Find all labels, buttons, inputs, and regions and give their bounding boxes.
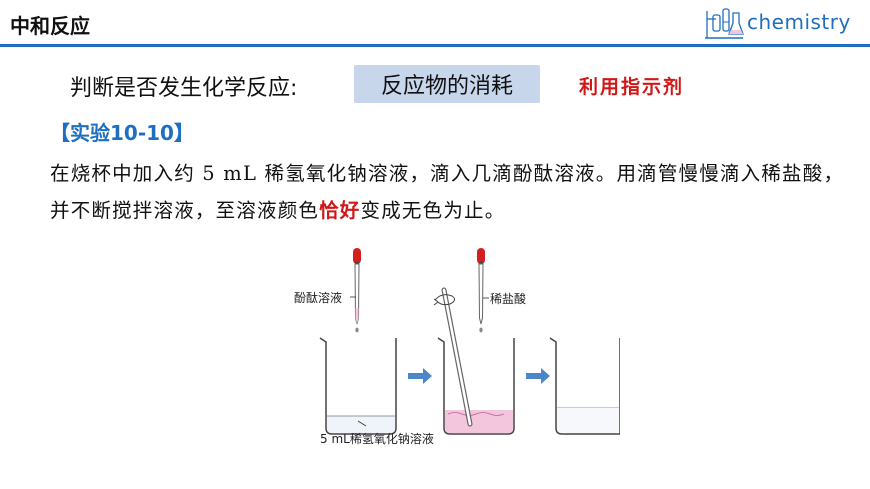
experiment-figure: 酚酞溶液 稀盐酸 5 mL稀氢氧化钠溶液 xyxy=(280,238,620,448)
top-bar: 中和反应 chemistry xyxy=(0,0,870,50)
arrow-2-icon xyxy=(526,368,550,384)
dropper-hcl xyxy=(477,248,485,333)
label-phenolphthalein: 酚酞溶液 xyxy=(294,291,343,305)
page-title: 中和反应 xyxy=(10,14,90,38)
lab-equipment-icon xyxy=(705,8,744,39)
experiment-label: 【实验10-10】 xyxy=(50,121,194,145)
question-text: 判断是否发生化学反应: xyxy=(70,76,298,101)
beaker-3 xyxy=(549,337,620,435)
answer-box: 反应物的消耗 xyxy=(354,65,540,103)
method-text: 利用指示剂 xyxy=(579,76,685,98)
beaker-1 xyxy=(319,337,397,435)
experiment-description: 在烧杯中加入约 5 mL 稀氢氧化钠溶液，滴入几滴酚酞溶液。用滴管慢慢滴入稀盐酸… xyxy=(50,155,850,229)
chemistry-logo: chemistry xyxy=(703,5,863,41)
experiment-text-highlight: 恰好 xyxy=(319,199,361,222)
experiment-text-part1: 在烧杯中加入约 5 mL 稀氢氧化钠溶液，滴入几滴酚酞溶液。用滴管慢慢滴入稀盐酸… xyxy=(50,162,845,222)
label-naoh: 5 mL稀氢氧化钠溶液 xyxy=(320,432,434,446)
arrow-1-icon xyxy=(408,368,432,384)
experiment-diagram xyxy=(319,248,620,435)
stirring-rod xyxy=(433,287,473,427)
dropper-phenolphthalein xyxy=(353,248,361,333)
label-hcl: 稀盐酸 xyxy=(490,292,527,306)
beaker-2 xyxy=(437,337,515,435)
experiment-text-part2: 变成无色为止。 xyxy=(360,199,506,222)
header-divider xyxy=(0,44,870,47)
logo-text: chemistry xyxy=(747,10,851,34)
answer-text: 反应物的消耗 xyxy=(380,74,513,99)
